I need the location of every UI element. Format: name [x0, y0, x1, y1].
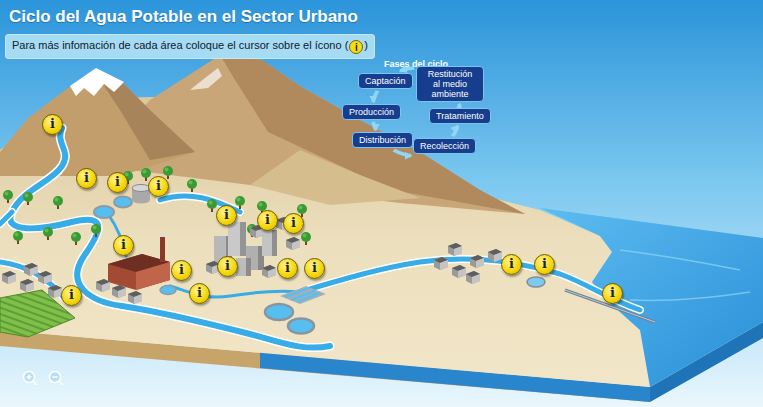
info-letter: i: [542, 256, 547, 271]
info-icon: i: [171, 260, 192, 281]
info-letter: i: [84, 170, 89, 185]
phase-box: Recolección: [413, 138, 476, 154]
node-text: Tratamiento: [436, 111, 484, 121]
info-letter: i: [115, 174, 120, 189]
node-text: ): [364, 39, 368, 51]
info-icon: i: [76, 168, 97, 189]
info-letter: i: [224, 207, 229, 222]
info-icon: i: [107, 172, 128, 193]
diagram-title: Ciclo del Agua Potable en el Sector Urba…: [9, 7, 358, 27]
phase-box: Producción: [342, 104, 401, 120]
info-letter: i: [312, 260, 317, 275]
info-letter: i: [509, 256, 514, 271]
node-text: Captación: [365, 76, 406, 86]
info-icon: i: [216, 205, 237, 226]
info-letter: i: [156, 178, 161, 193]
phase-box: Captación: [358, 73, 413, 89]
node-text: Restitución al medio ambiente: [428, 69, 473, 99]
info-letter: i: [285, 260, 290, 275]
info-letter: i: [610, 285, 615, 300]
info-icon: i: [277, 258, 298, 279]
node-text: Recolección: [420, 141, 469, 151]
info-icon: i: [148, 176, 169, 197]
info-letter: i: [50, 116, 55, 131]
phase-box: Tratamiento: [429, 108, 491, 124]
info-letter: i: [197, 285, 202, 300]
instruction-box: Para más infomación de cada área coloque…: [5, 34, 375, 59]
node-text: Para más infomación de cada área coloque…: [12, 39, 348, 51]
info-letter: i: [121, 237, 126, 252]
info-icon: i: [304, 258, 325, 279]
cycle-arrow: [458, 104, 462, 106]
info-icon: i: [283, 213, 304, 234]
info-icon: i: [501, 254, 522, 275]
info-letter: i: [265, 212, 270, 227]
phase-box: Restitución al medio ambiente: [416, 66, 484, 102]
info-icon: i: [534, 254, 555, 275]
info-icon: i: [61, 285, 82, 306]
cycle-arrow: [394, 150, 411, 156]
info-icon: i: [217, 256, 238, 277]
info-icon: i: [189, 283, 210, 304]
info-icon: i: [42, 114, 63, 135]
phase-box: Distribución: [352, 132, 413, 148]
info-icon: i: [257, 210, 278, 231]
node-text: Producción: [349, 107, 394, 117]
cycle-arrow: [373, 122, 376, 130]
cycle-arrow: [373, 91, 377, 102]
node-text: Distribución: [359, 135, 406, 145]
info-letter: i: [225, 258, 230, 273]
info-letter: i: [291, 215, 296, 230]
info-icon-inline: i: [349, 40, 363, 54]
info-icon: i: [602, 283, 623, 304]
cycle-arrow: [453, 126, 458, 136]
info-letter: i: [179, 262, 184, 277]
info-letter: i: [69, 287, 74, 302]
info-icon: i: [113, 235, 134, 256]
